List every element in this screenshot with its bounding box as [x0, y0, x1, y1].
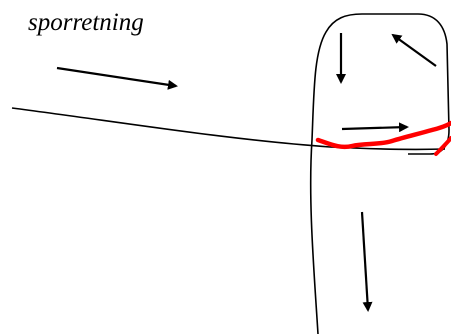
arrow-up-left — [391, 33, 437, 67]
direction-arrow — [56, 66, 178, 90]
arrow-right-middle — [341, 122, 409, 133]
arrow-down-lower — [360, 211, 373, 312]
direction-label: sporretning — [28, 9, 144, 36]
crack-line — [315, 120, 451, 150]
crack-branch — [434, 136, 451, 156]
contour-outline — [309, 13, 450, 334]
track-line — [11, 107, 446, 151]
